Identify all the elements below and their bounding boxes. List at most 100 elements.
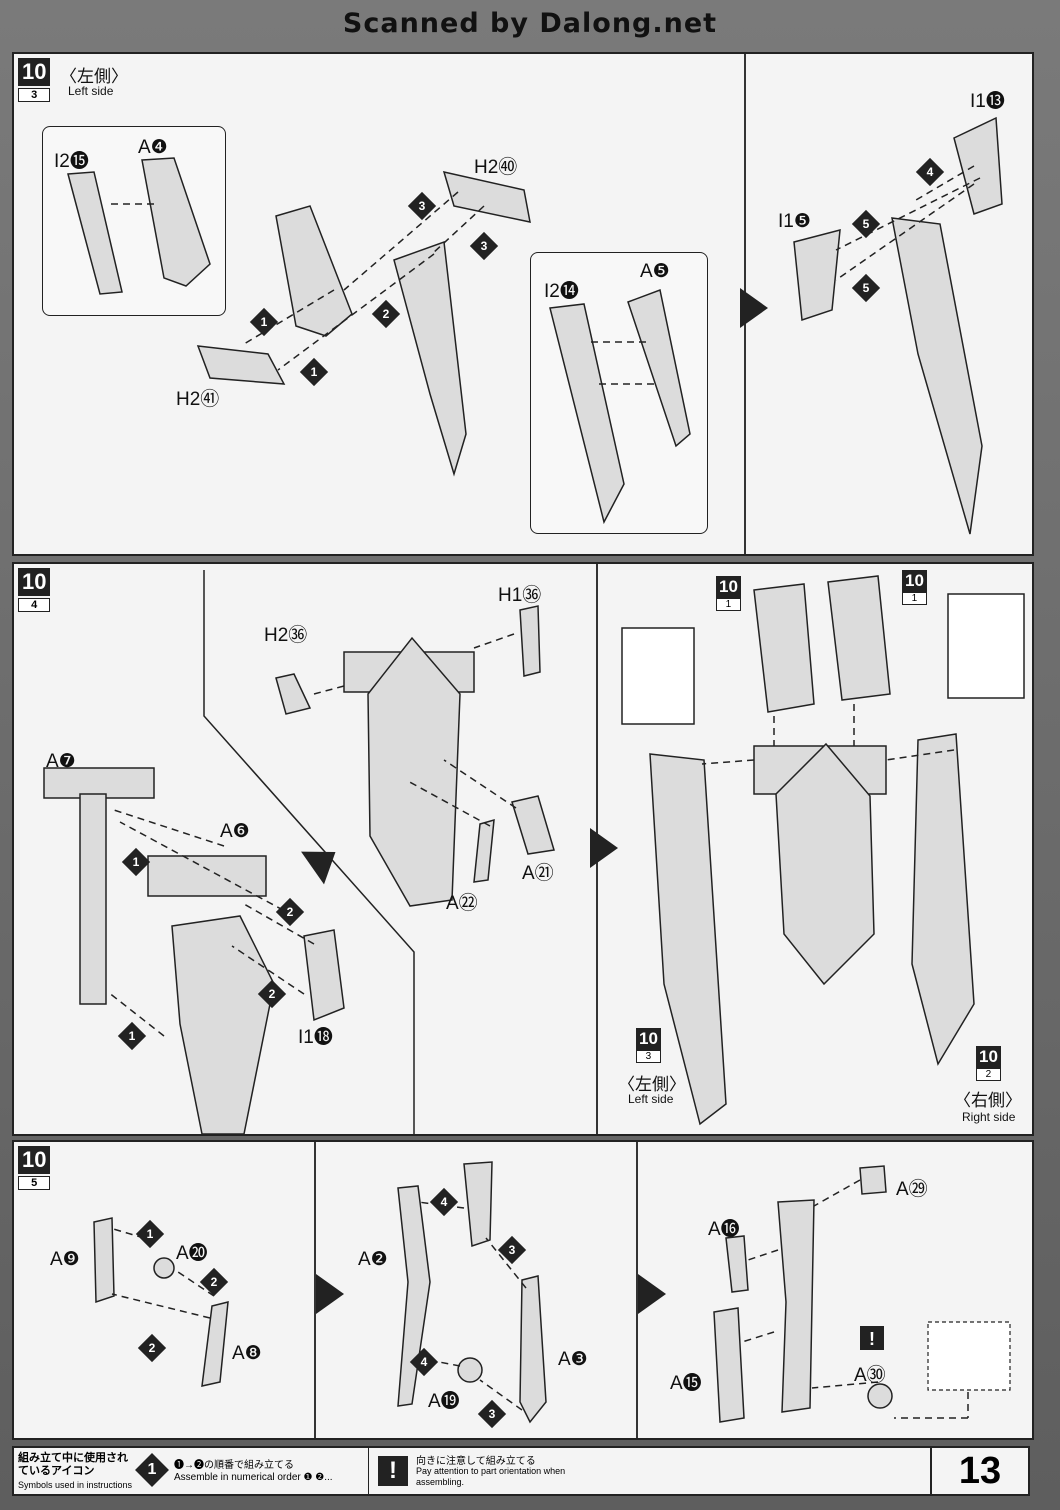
part-label: A⓰ — [708, 1219, 740, 1240]
part-label: I1⓲ — [298, 1027, 333, 1048]
legend-title-en: Symbols used in instructions — [18, 1480, 133, 1490]
step-order-badge: 1 — [117, 1021, 147, 1051]
step-order-badge: 1 — [135, 1219, 165, 1249]
panel2-drawings — [43, 570, 1025, 1134]
step-number: 10 — [18, 58, 51, 86]
part-label: A㉙ — [896, 1179, 928, 1200]
part-a2 — [397, 1185, 431, 1407]
part-h2-40 — [442, 170, 531, 223]
part-label: A❹ — [138, 137, 168, 158]
part-i1-5 — [793, 229, 841, 322]
part-i2-14 — [549, 303, 625, 525]
assemble-order-icon: 1 — [135, 1453, 169, 1487]
part-a19 — [457, 1357, 483, 1383]
part-a3 — [519, 1275, 547, 1424]
part-a15 — [713, 1307, 745, 1423]
panel-step-10-3: 10 3 〈左側〉 Left side — [12, 52, 1034, 556]
part-label: A❾ — [50, 1249, 80, 1270]
panel-step-10-4: 10 4 — [12, 562, 1034, 1136]
step-order-badge: 2 — [257, 979, 287, 1009]
attention-mark — [860, 1326, 884, 1350]
part-label: I1❺ — [778, 211, 811, 232]
left-side-title-jp: 〈左側〉 — [618, 1075, 686, 1094]
step-order-badge: 4 — [429, 1187, 459, 1217]
step-order-badge: 4 — [409, 1347, 439, 1377]
part-label: A㉚ — [854, 1365, 886, 1386]
part-label: A⓯ — [670, 1373, 702, 1394]
part-a16 — [725, 1235, 749, 1293]
legend-attention-en: Pay attention to part orientation when a… — [416, 1466, 566, 1487]
part-a20 — [153, 1257, 175, 1279]
part-i2-15 — [67, 171, 123, 295]
part-label: I1⓭ — [970, 91, 1005, 112]
panel-divider — [636, 1142, 638, 1438]
part-right-blade — [911, 733, 975, 1066]
part-forearm — [777, 1199, 815, 1413]
step-order-badge: 5 — [851, 209, 881, 239]
part-label: H2㊶ — [176, 389, 220, 410]
next-arrow — [590, 828, 618, 868]
step-order-badge: 2 — [199, 1267, 229, 1297]
step-order-badge: 5 — [851, 273, 881, 303]
part-label: A❷ — [358, 1249, 388, 1270]
part-base-shield — [171, 915, 275, 1134]
part-label: A⓳ — [428, 1391, 460, 1412]
step-sub-number: 5 — [18, 1176, 51, 1190]
step-number: 10 — [18, 1146, 51, 1174]
step-number: 10 — [18, 568, 51, 596]
step-marker: 10 5 — [18, 1146, 51, 1190]
part-label: A❸ — [558, 1349, 588, 1370]
symbol-legend: 組み立て中に使用されているアイコン Symbols used in instru… — [12, 1446, 932, 1496]
step-order-badge: 1 — [299, 357, 329, 387]
part-a30 — [867, 1383, 893, 1409]
part-a8 — [201, 1301, 229, 1387]
side-title-jp: 〈左側〉 — [60, 67, 128, 86]
part-unit-right — [827, 575, 891, 701]
step-order-badge: 3 — [477, 1399, 507, 1429]
right-side-title-jp: 〈右側〉 — [954, 1091, 1022, 1110]
part-a5 — [627, 288, 691, 448]
part-a-inner — [275, 205, 353, 337]
part-a29 — [859, 1165, 887, 1195]
page-number: 13 — [930, 1446, 1030, 1496]
next-arrow — [638, 1274, 666, 1314]
part-a21 — [511, 795, 555, 855]
part-label: H1㊱ — [498, 585, 542, 606]
step-marker: 10 4 — [18, 568, 51, 612]
legend-divider — [368, 1448, 369, 1494]
legend-order-jp: ❶→❷の順番で組み立てる — [174, 1460, 294, 1471]
part-label: A❻ — [220, 821, 250, 842]
step-sub-number: 3 — [18, 88, 51, 102]
part-a22 — [473, 818, 495, 883]
part-shield-assembled — [367, 636, 461, 907]
step-order-badge: 3 — [497, 1235, 527, 1265]
step-sub-number: 4 — [18, 598, 51, 612]
part-a6-block — [147, 855, 267, 897]
part-arm-piece — [463, 1161, 493, 1248]
detail-box-right — [947, 593, 1025, 699]
part-a4 — [141, 157, 211, 287]
panel1-drawings — [67, 116, 1003, 535]
part-label: H2㊵ — [474, 157, 518, 178]
part-assembled-blade — [891, 217, 983, 535]
legend-title-jp: 組み立て中に使用されているアイコン — [18, 1452, 128, 1477]
left-side-title-en: Left side — [628, 1092, 674, 1106]
step-order-badge: 4 — [915, 157, 945, 187]
part-label: A⓴ — [176, 1243, 208, 1264]
part-h2-41 — [196, 345, 286, 385]
next-arrow — [316, 1274, 344, 1314]
right-side-title-en: Right side — [962, 1110, 1016, 1124]
part-label: A㉑ — [522, 863, 554, 884]
svg-text:!: ! — [869, 1329, 875, 1349]
side-title-en: Left side — [68, 84, 114, 98]
step-order-badge: 2 — [275, 897, 305, 927]
part-label: A㉒ — [446, 893, 478, 914]
part-label: A❽ — [232, 1343, 262, 1364]
part-a7-spine — [79, 793, 107, 1005]
part-label: I2⓯ — [54, 151, 89, 172]
